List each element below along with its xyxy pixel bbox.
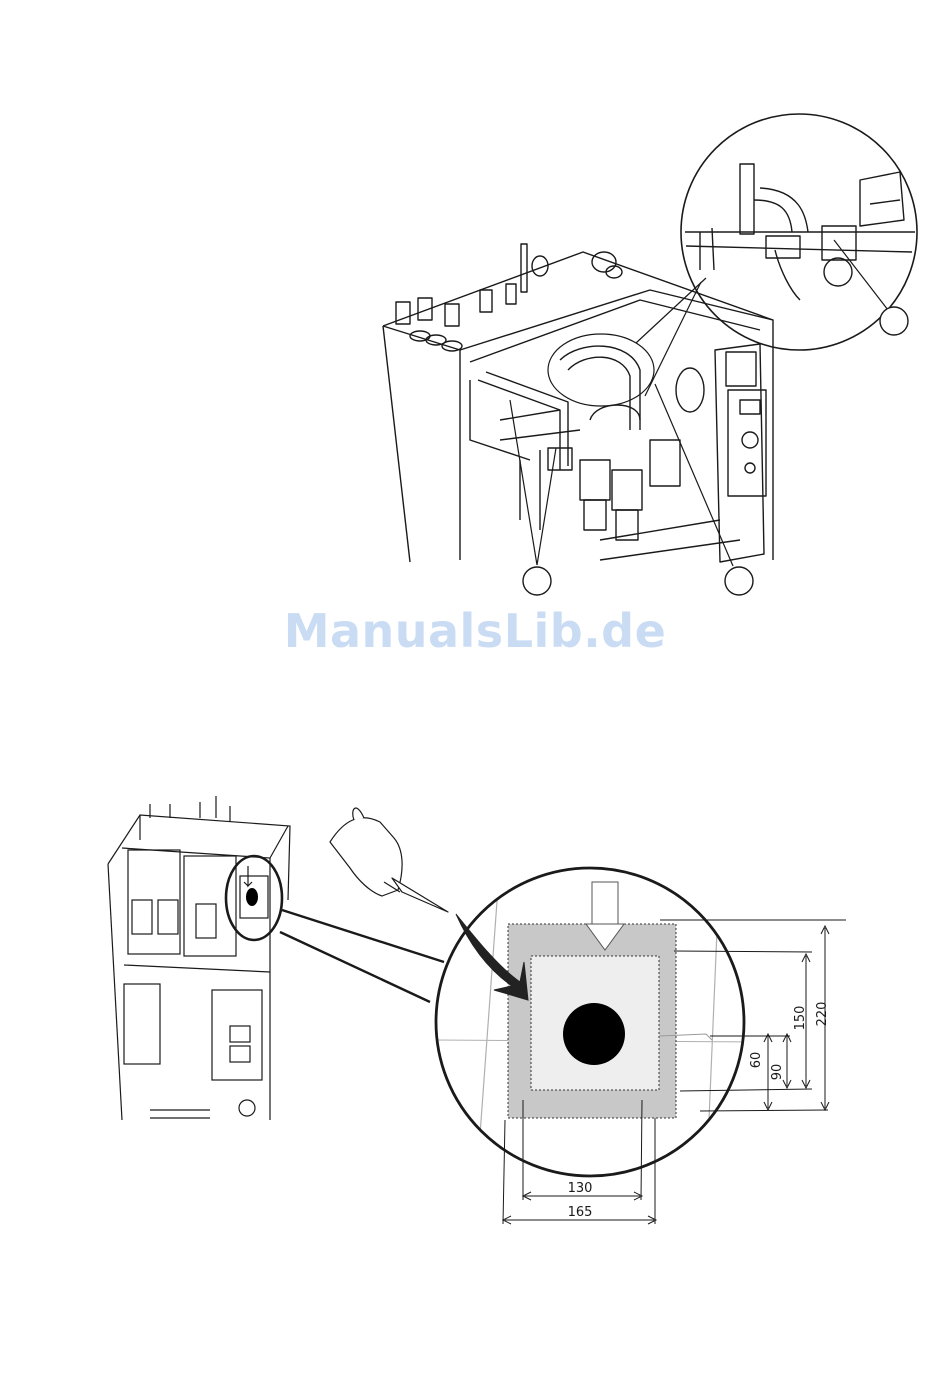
cutout-hole bbox=[563, 1003, 625, 1065]
internal-piping bbox=[470, 346, 740, 560]
dim-height-90: 90 bbox=[770, 1064, 785, 1081]
top-illustration bbox=[0, 0, 950, 620]
dim-height-220: 220 bbox=[815, 1002, 830, 1027]
detail-content bbox=[685, 164, 915, 300]
hand-with-knife-icon bbox=[330, 808, 448, 912]
control-panel bbox=[715, 344, 766, 562]
highlight-ellipse bbox=[548, 334, 654, 406]
callout-leaders bbox=[510, 240, 888, 566]
dim-width-outer: 165 bbox=[568, 1205, 593, 1220]
callout-lower-left bbox=[523, 567, 551, 595]
magnified-panel bbox=[430, 860, 770, 1190]
dim-height-60: 60 bbox=[749, 1052, 764, 1069]
dim-width-inner: 130 bbox=[568, 1181, 593, 1196]
unit-hole-marker bbox=[246, 888, 258, 906]
unit-front-view bbox=[108, 796, 290, 1120]
cabinet-left-edge bbox=[383, 326, 410, 562]
dim-height-150: 150 bbox=[793, 1006, 808, 1031]
cabinet-top-outline bbox=[383, 252, 773, 560]
watermark-text: ManualsLib.de bbox=[0, 604, 950, 658]
callout-lower-right bbox=[725, 567, 753, 595]
bottom-illustration: 130 165 220 150 90 60 bbox=[0, 690, 950, 1370]
magnifier-connector bbox=[280, 910, 444, 1002]
callout-detail bbox=[880, 307, 908, 335]
